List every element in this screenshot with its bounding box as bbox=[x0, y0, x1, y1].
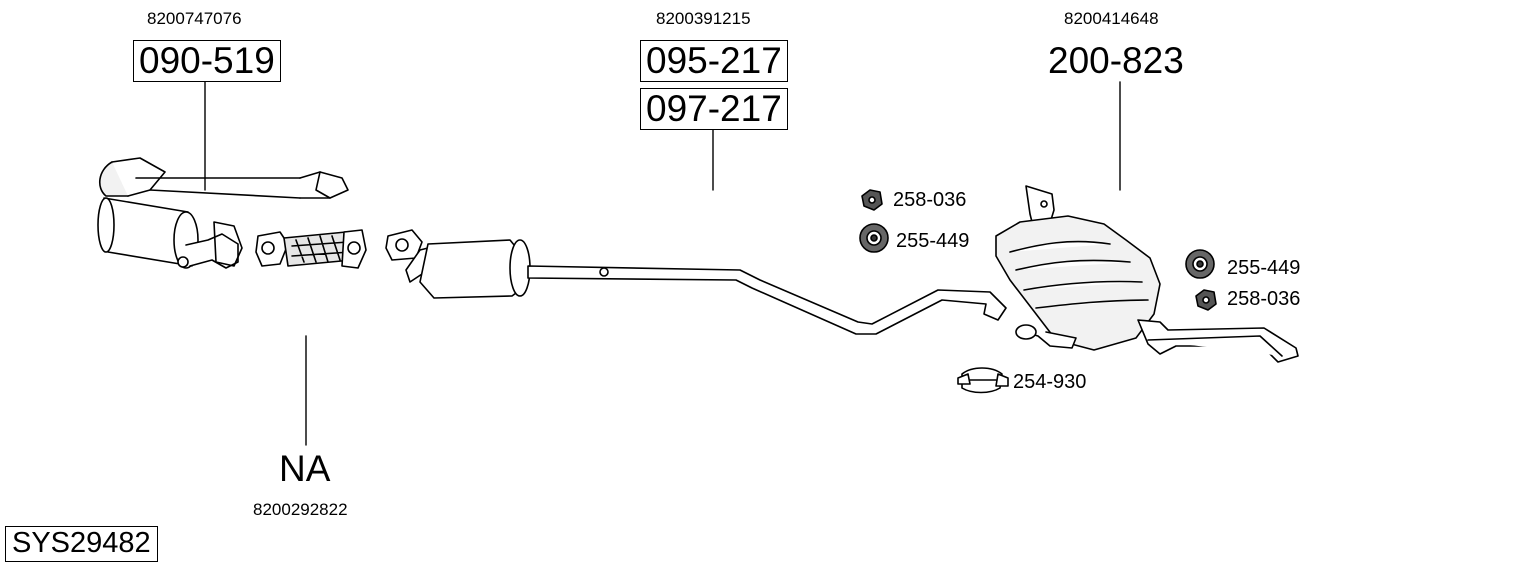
rear-silencer-part bbox=[995, 185, 1299, 363]
rubber-mount-icon bbox=[859, 223, 889, 253]
hardware-number-label[interactable]: 255-449 bbox=[1227, 257, 1301, 279]
part-number-label[interactable]: 095-217 bbox=[640, 40, 788, 82]
rubber-nut-icon bbox=[1195, 289, 1217, 311]
flex-pipe-part bbox=[255, 229, 367, 269]
part-number-label[interactable]: 200-823 bbox=[1048, 40, 1184, 81]
part-number-label[interactable]: 090-519 bbox=[133, 40, 281, 82]
part-number-label[interactable]: 097-217 bbox=[640, 88, 788, 130]
pipe-clamp-icon bbox=[957, 367, 1009, 394]
oem-number: 8200391215 bbox=[656, 9, 751, 28]
hardware-number-label[interactable]: 254-930 bbox=[1013, 371, 1087, 393]
system-code-label: SYS29482 bbox=[5, 526, 158, 562]
oem-number: 8200747076 bbox=[147, 9, 242, 28]
part-number-label[interactable]: NA bbox=[279, 448, 331, 489]
catalytic-converter-part bbox=[97, 157, 349, 269]
front-pipe-dpf-part bbox=[385, 229, 1007, 335]
hardware-number-label[interactable]: 258-036 bbox=[1227, 288, 1301, 310]
rubber-mount-icon bbox=[1185, 249, 1215, 279]
oem-number: 8200414648 bbox=[1064, 9, 1159, 28]
hardware-number-label[interactable]: 255-449 bbox=[896, 230, 970, 252]
oem-number: 8200292822 bbox=[253, 500, 348, 519]
rubber-nut-icon bbox=[861, 189, 883, 211]
leader-lines bbox=[204, 79, 1121, 446]
hardware-number-label[interactable]: 258-036 bbox=[893, 189, 967, 211]
